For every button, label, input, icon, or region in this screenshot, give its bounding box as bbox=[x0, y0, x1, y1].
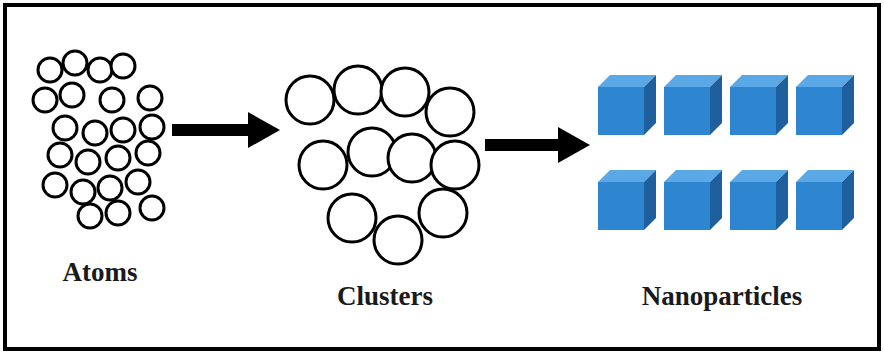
stage-label: Atoms bbox=[63, 258, 138, 288]
stage-label: Nanoparticles bbox=[642, 282, 802, 312]
frame-border bbox=[5, 5, 879, 349]
atoms-illustration bbox=[33, 51, 164, 228]
clusters-illustration bbox=[286, 66, 479, 264]
arrow bbox=[485, 127, 590, 163]
stage-label: Clusters bbox=[337, 282, 433, 312]
arrow bbox=[172, 112, 280, 148]
nanoparticles-illustration bbox=[598, 75, 854, 230]
